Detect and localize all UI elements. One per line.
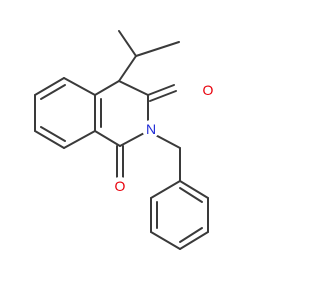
bond bbox=[150, 231, 181, 250]
isopropyl-group bbox=[118, 30, 180, 82]
fused-benzene-ring bbox=[34, 77, 102, 149]
bond bbox=[94, 130, 121, 147]
bond bbox=[149, 90, 177, 102]
bond bbox=[34, 130, 65, 149]
bond bbox=[179, 227, 203, 243]
bond bbox=[94, 80, 120, 96]
oxygen-atom-label-lower: O bbox=[115, 178, 126, 194]
bond bbox=[118, 30, 137, 57]
bond bbox=[40, 84, 66, 100]
isoquinolinedione-ring bbox=[94, 80, 177, 178]
bond bbox=[63, 77, 96, 96]
atom-labels: O N O bbox=[111, 81, 217, 195]
bond bbox=[150, 180, 181, 199]
bond bbox=[118, 80, 149, 96]
bond bbox=[40, 126, 66, 142]
benzyl-group bbox=[147, 130, 209, 250]
molecule-structure: O N O bbox=[34, 30, 217, 250]
nitrogen-atom-label: N bbox=[146, 121, 156, 137]
bond bbox=[179, 187, 203, 203]
bond bbox=[147, 84, 175, 96]
bond bbox=[118, 55, 137, 82]
oxygen-atom-label-upper: O bbox=[203, 82, 214, 98]
bond bbox=[63, 130, 96, 149]
bond bbox=[179, 231, 209, 250]
bond bbox=[135, 41, 180, 57]
bond bbox=[34, 77, 65, 96]
bond bbox=[179, 180, 209, 199]
